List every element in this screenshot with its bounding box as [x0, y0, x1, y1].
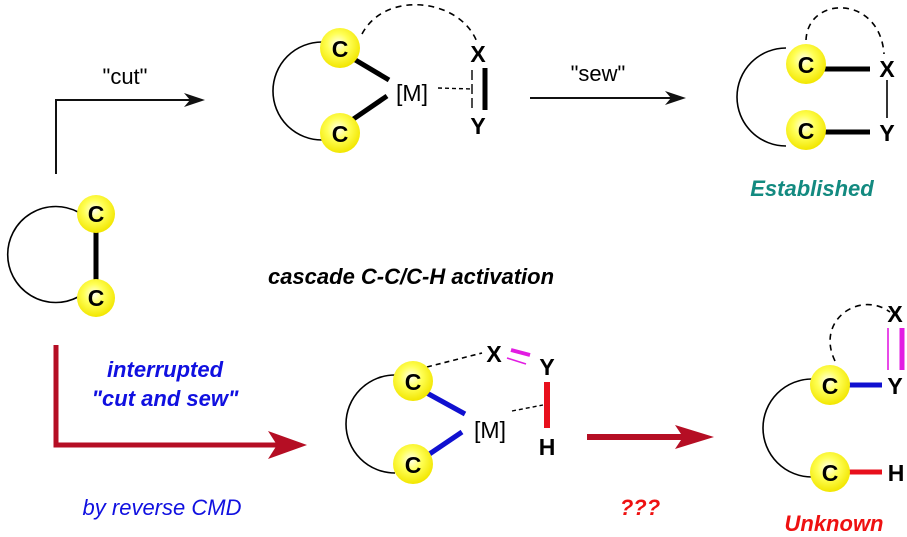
- established-product: C C X Y: [736, 7, 895, 150]
- atom-h: H: [539, 434, 556, 460]
- atom-x: X: [887, 301, 903, 327]
- atom-y: Y: [470, 113, 485, 139]
- atom-x: X: [486, 341, 502, 367]
- carbon-atom-top: C: [320, 28, 360, 68]
- carbon-atom-top: C: [810, 365, 850, 405]
- ring-arc: [345, 374, 396, 474]
- atom-x: X: [470, 41, 486, 67]
- interrupted-arrow: [53, 345, 307, 459]
- c-x-dashed: [426, 352, 483, 368]
- carbon-atom-bottom: C: [320, 113, 360, 153]
- unknown-label: Unknown: [785, 511, 884, 536]
- tether-dashed: [829, 303, 891, 362]
- svg-text:C: C: [88, 201, 105, 227]
- ring-arc: [272, 41, 323, 141]
- unknown-product: C C X Y H: [762, 301, 905, 492]
- c-m-bond-top: [423, 389, 467, 417]
- metal-center: [M]: [396, 80, 428, 106]
- carbon-atom-top: C: [786, 44, 826, 84]
- metal-center: [M]: [474, 417, 506, 443]
- cmd-intermediate: C C [M] X Y H: [345, 341, 556, 484]
- sew-label: "sew": [571, 61, 626, 86]
- metallacycle-intermediate: C C [M] X Y: [272, 4, 488, 153]
- c-m-bond-top: [350, 55, 391, 83]
- c-m-bond-bottom: [423, 429, 464, 460]
- cascade-label: cascade C-C/C-H activation: [268, 264, 554, 289]
- c-m-bond-bottom: [350, 93, 389, 123]
- cut-label: "cut": [103, 64, 148, 89]
- atom-y: Y: [879, 120, 894, 146]
- svg-text:C: C: [332, 36, 349, 62]
- svg-text:C: C: [798, 52, 815, 78]
- x-y-bond-magenta-2: [506, 357, 527, 365]
- svg-text:C: C: [332, 121, 349, 147]
- sew-arrow: [530, 91, 686, 105]
- carbon-atom-top: C: [393, 361, 433, 401]
- svg-text:C: C: [405, 369, 422, 395]
- unknown-path-label: ???: [620, 495, 660, 520]
- svg-text:C: C: [88, 285, 105, 311]
- carbon-atom-bottom: C: [810, 452, 850, 492]
- m-h-dashed: [511, 404, 544, 412]
- reverse-cmd-label: by reverse CMD: [83, 495, 242, 520]
- svg-text:C: C: [822, 460, 839, 486]
- carbon-atom-bottom: C: [77, 279, 115, 317]
- atom-y: Y: [887, 373, 902, 399]
- ring-arc: [736, 47, 787, 147]
- svg-text:C: C: [822, 373, 839, 399]
- tether-dashed: [805, 7, 885, 55]
- ring-arc: [762, 378, 813, 478]
- ring-arc: [6, 205, 79, 304]
- interrupted-label-line2: "cut and sew": [92, 386, 239, 411]
- atom-h: H: [888, 460, 905, 486]
- established-label: Established: [750, 176, 874, 201]
- carbon-atom-bottom: C: [786, 110, 826, 150]
- cut-arrow: [55, 93, 205, 174]
- interrupted-label-line1: interrupted: [107, 357, 224, 382]
- svg-text:C: C: [798, 118, 815, 144]
- starting-material: C C: [6, 195, 115, 317]
- x-y-bond-magenta-1: [510, 348, 531, 357]
- m-xy-dashed: [437, 87, 473, 90]
- atom-y: Y: [539, 354, 554, 380]
- carbon-atom-top: C: [77, 195, 115, 233]
- unknown-arrow: [587, 425, 714, 449]
- carbon-atom-bottom: C: [393, 444, 433, 484]
- tether-dashed: [361, 4, 478, 43]
- atom-x: X: [879, 56, 895, 82]
- svg-text:C: C: [405, 452, 422, 478]
